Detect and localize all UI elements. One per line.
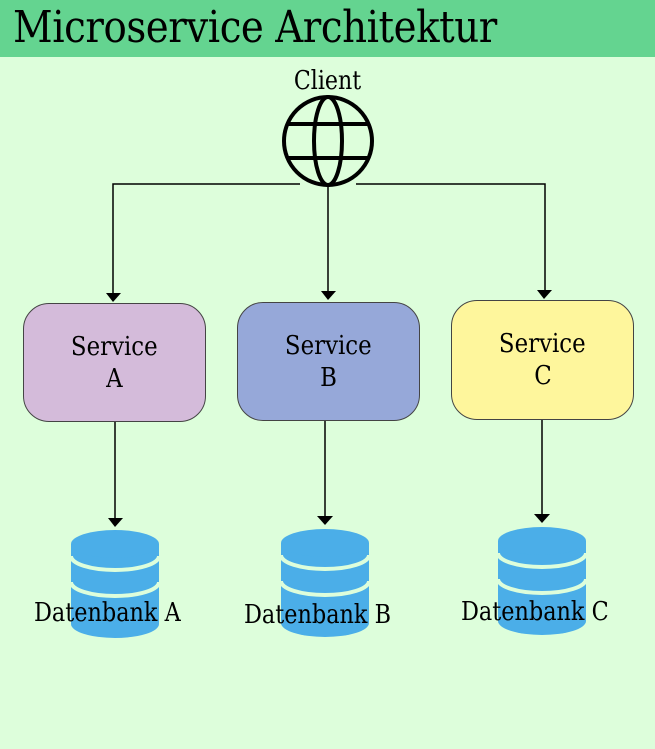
connector-client-a bbox=[112, 183, 300, 295]
service-c[interactable]: Service C bbox=[451, 300, 634, 420]
service-c-label: Service bbox=[499, 329, 586, 359]
database-c-label: Datenbank C bbox=[461, 597, 609, 627]
title-bar: Microservice Architektur bbox=[0, 0, 655, 57]
arrowhead bbox=[537, 290, 552, 299]
arrowhead bbox=[106, 293, 121, 302]
service-a[interactable]: Service A bbox=[23, 303, 206, 422]
database-icon bbox=[496, 527, 588, 635]
arrowhead bbox=[321, 291, 336, 300]
service-b-label: Service bbox=[285, 330, 372, 361]
service-c-letter: C bbox=[533, 361, 552, 391]
database-b-label: Datenbank B bbox=[244, 600, 392, 630]
connector-client-c bbox=[356, 183, 546, 292]
service-a-label: Service bbox=[71, 331, 158, 362]
globe-icon bbox=[282, 95, 374, 187]
database-icon bbox=[69, 530, 161, 638]
service-a-letter: A bbox=[106, 363, 123, 394]
database-icon bbox=[279, 529, 371, 637]
arrowhead bbox=[108, 518, 123, 527]
service-b[interactable]: Service B bbox=[237, 302, 420, 421]
diagram-title: Microservice Architektur bbox=[13, 2, 497, 53]
database-a-label: Datenbank A bbox=[34, 598, 181, 628]
arrowhead bbox=[534, 514, 550, 523]
client-label: Client bbox=[293, 66, 362, 96]
service-b-letter: B bbox=[320, 362, 337, 393]
arrowhead bbox=[317, 516, 333, 525]
